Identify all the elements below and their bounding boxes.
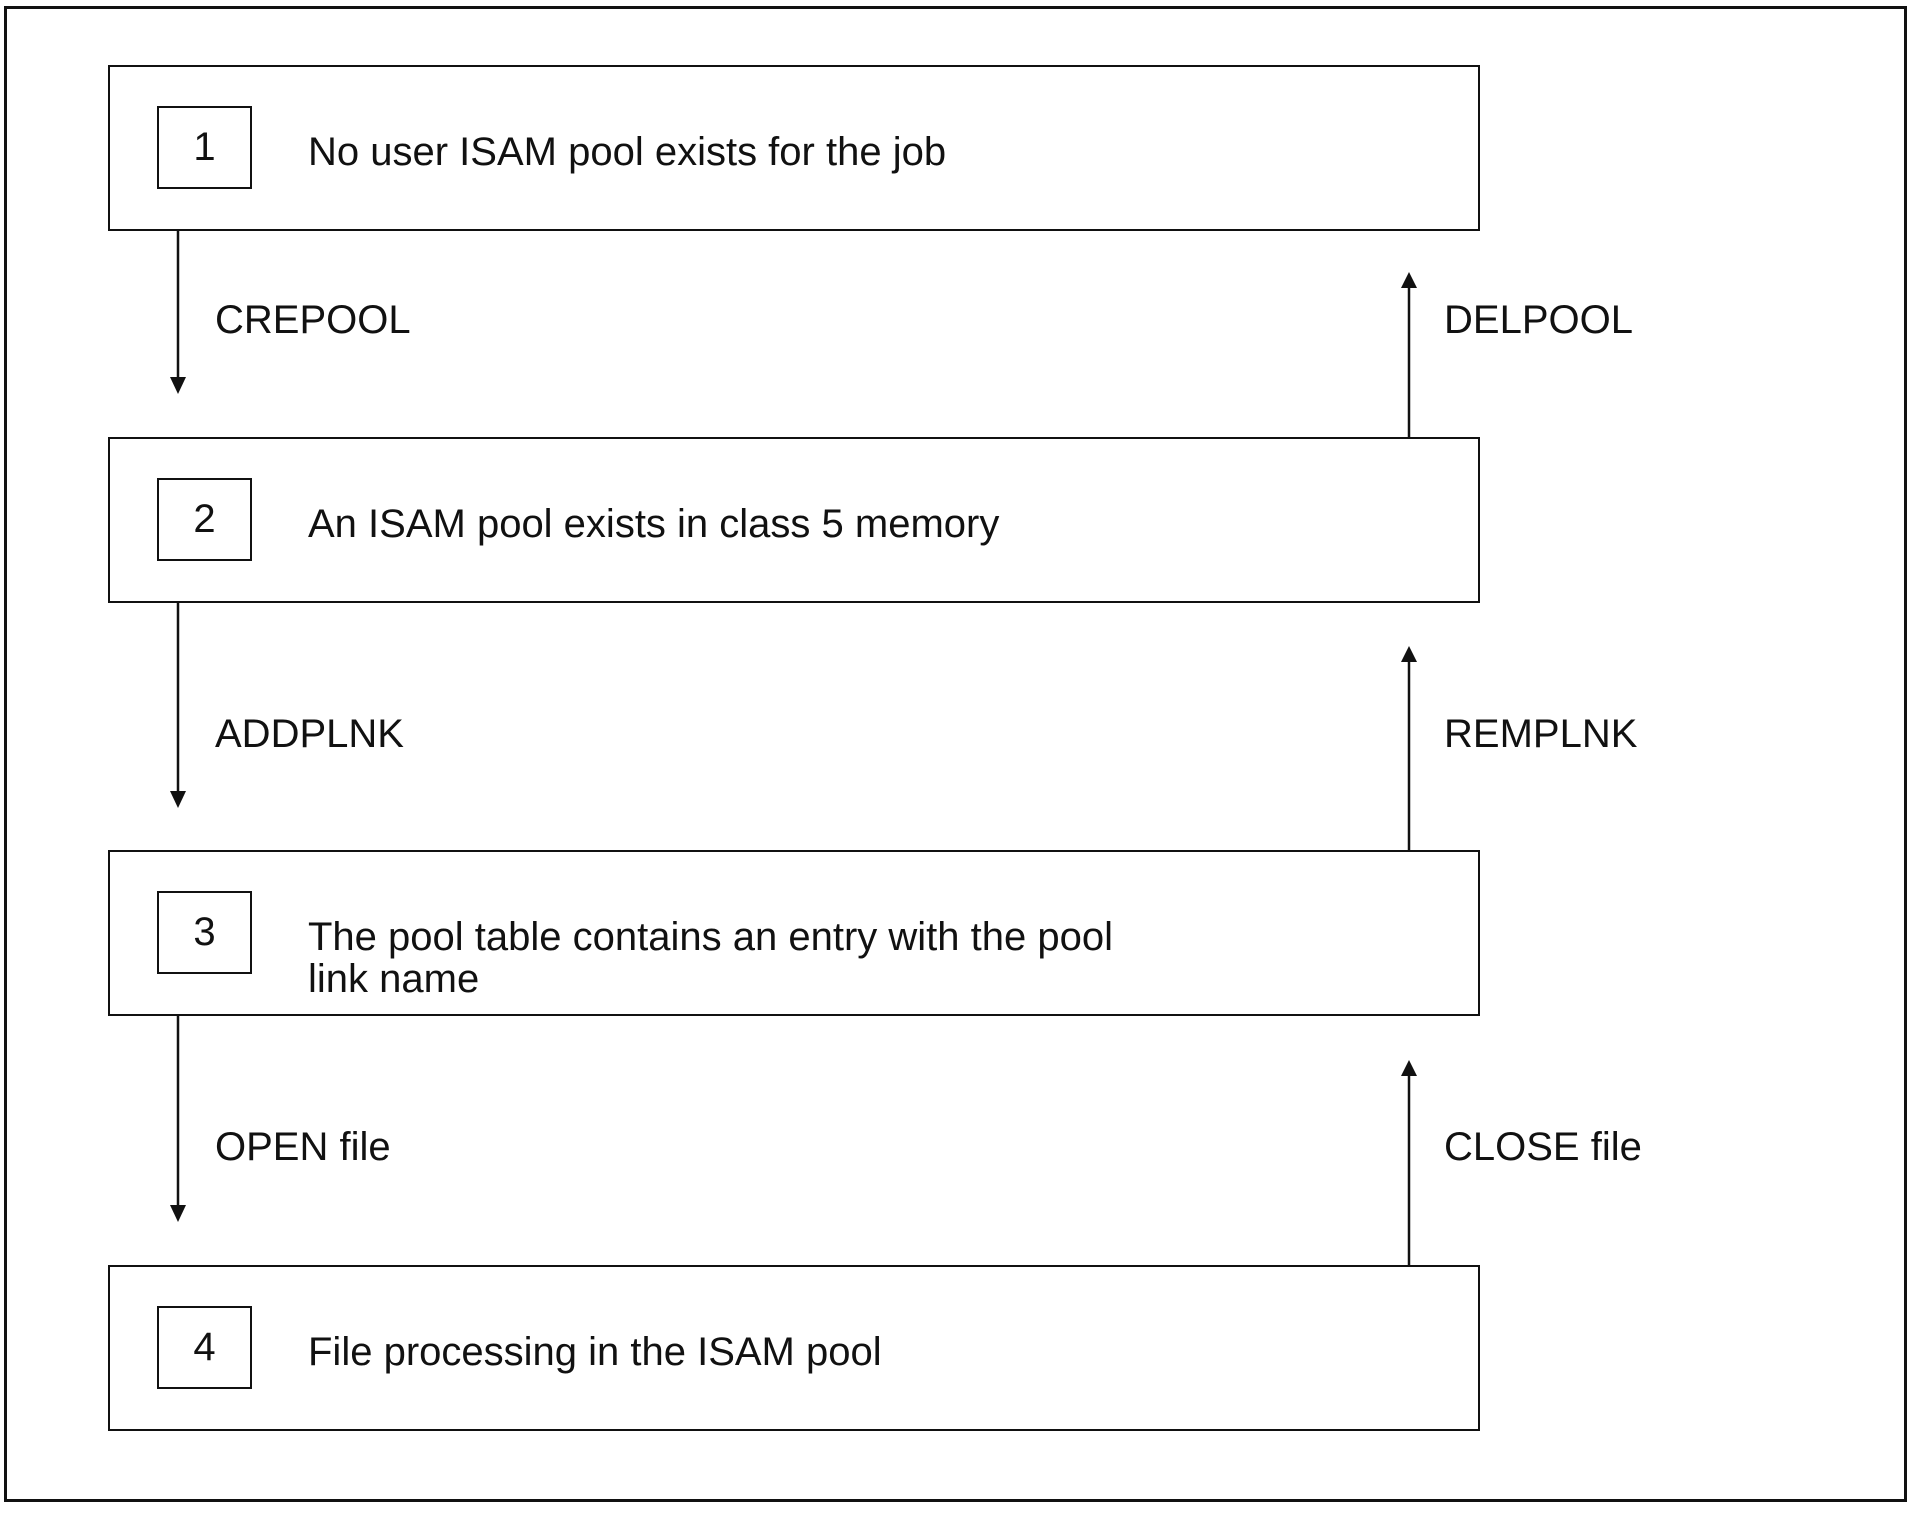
arrowhead-open-file bbox=[170, 1205, 186, 1222]
state-text-4: File processing in the ISAM pool bbox=[308, 1330, 882, 1374]
state-box-2: 2 An ISAM pool exists in class 5 memory bbox=[108, 437, 1480, 603]
state-box-3: 3 The pool table contains an entry with … bbox=[108, 850, 1480, 1016]
label-close-file: CLOSE file bbox=[1444, 1125, 1642, 1169]
arrowhead-delpool bbox=[1401, 272, 1417, 288]
arrowhead-remplnk bbox=[1401, 646, 1417, 662]
arrowhead-addplnk bbox=[170, 791, 186, 808]
state-text-2: An ISAM pool exists in class 5 memory bbox=[308, 502, 1000, 546]
state-text-3: The pool table contains an entry with th… bbox=[308, 915, 1113, 1001]
label-crepool: CREPOOL bbox=[215, 298, 411, 342]
state-number-4: 4 bbox=[157, 1306, 252, 1389]
state-box-1: 1 No user ISAM pool exists for the job bbox=[108, 65, 1480, 231]
arrowhead-crepool bbox=[170, 377, 186, 394]
diagram-frame bbox=[4, 6, 1907, 1502]
label-open-file: OPEN file bbox=[215, 1125, 391, 1169]
state-box-4: 4 File processing in the ISAM pool bbox=[108, 1265, 1480, 1431]
label-remplnk: REMPLNK bbox=[1444, 712, 1638, 756]
arrowhead-close-file bbox=[1401, 1060, 1417, 1076]
state-number-2: 2 bbox=[157, 478, 252, 561]
label-delpool: DELPOOL bbox=[1444, 298, 1633, 342]
state-text-1: No user ISAM pool exists for the job bbox=[308, 130, 947, 174]
state-number-3: 3 bbox=[157, 891, 252, 974]
label-addplnk: ADDPLNK bbox=[215, 712, 404, 756]
state-number-1: 1 bbox=[157, 106, 252, 189]
